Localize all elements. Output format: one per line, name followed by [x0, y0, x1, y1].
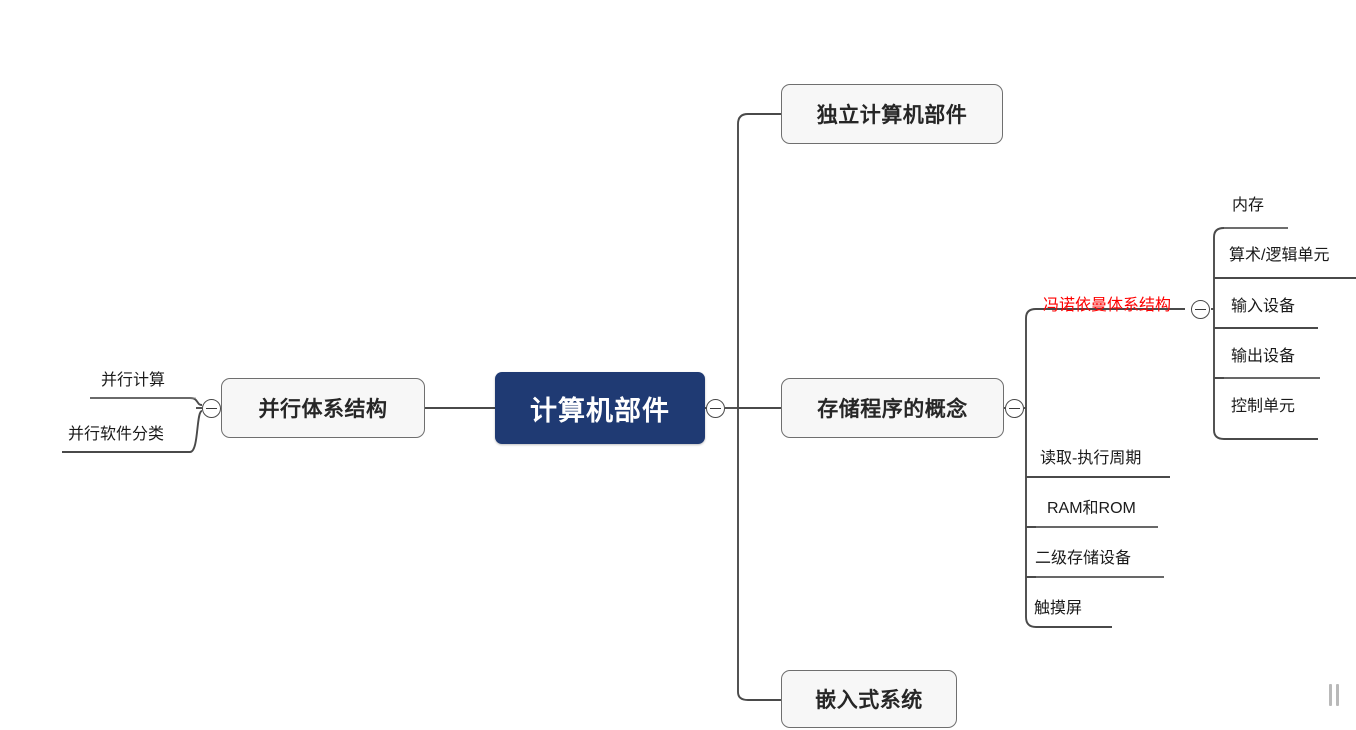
- leaf-node-label: 输入设备: [1231, 298, 1296, 315]
- leaf-node-von-neumann-architecture[interactable]: 冯诺依曼体系结构: [1043, 298, 1171, 319]
- leaf-node-fetch-execute-cycle[interactable]: 读取-执行周期: [1040, 451, 1141, 472]
- leaf-node-label: 输出设备: [1231, 348, 1296, 365]
- leaf-node-control-unit[interactable]: 控制单元: [1231, 399, 1295, 420]
- grip-bar-left: [1329, 684, 1332, 706]
- leaf-node-label: 二级存储设备: [1035, 550, 1132, 567]
- leaf-node-label: 控制单元: [1231, 398, 1296, 415]
- grip-bar-right: [1336, 684, 1339, 706]
- branch-node-label: 存储程序的概念: [817, 398, 968, 421]
- leaf-node-label: 并行软件分类: [68, 426, 165, 443]
- leaf-node-label: RAM和ROM: [1047, 500, 1136, 517]
- leaf-node-label: 内存: [1232, 197, 1265, 214]
- leaf-node-label: 并行计算: [101, 372, 166, 389]
- resize-grip[interactable]: [1326, 682, 1342, 708]
- root-node-label: 计算机部件: [530, 395, 670, 426]
- von-neumann-collapse-toggle[interactable]: [1191, 299, 1210, 319]
- leaf-node-label: 冯诺依曼体系结构: [1043, 297, 1172, 314]
- leaf-node-label: 触摸屏: [1034, 600, 1083, 617]
- stored-program-concept-collapse-toggle[interactable]: [1005, 398, 1024, 418]
- branch-node-parallel-architecture[interactable]: 并行体系结构: [221, 378, 425, 438]
- leaf-node-memory[interactable]: 内存: [1232, 198, 1264, 219]
- leaf-node-secondary-storage[interactable]: 二级存储设备: [1035, 551, 1131, 572]
- leaf-node-ram-and-rom[interactable]: RAM和ROM: [1047, 501, 1136, 522]
- branch-node-embedded-systems[interactable]: 嵌入式系统: [781, 670, 957, 728]
- leaf-node-label: 读取-执行周期: [1040, 450, 1142, 467]
- parallel-architecture-collapse-toggle[interactable]: [202, 398, 221, 418]
- root-collapse-toggle[interactable]: [706, 398, 725, 418]
- root-node[interactable]: 计算机部件: [495, 372, 705, 444]
- leaf-node-touch-screen[interactable]: 触摸屏: [1034, 601, 1082, 622]
- leaf-node-label: 算术/逻辑单元: [1229, 247, 1330, 264]
- branch-node-stored-program-concept[interactable]: 存储程序的概念: [781, 378, 1004, 438]
- leaf-node-parallel-software-classification[interactable]: 并行软件分类: [68, 427, 164, 448]
- leaf-node-input-device[interactable]: 输入设备: [1231, 299, 1295, 320]
- branch-node-label: 嵌入式系统: [815, 689, 923, 712]
- leaf-node-arithmetic-logic-unit[interactable]: 算术/逻辑单元: [1229, 248, 1329, 269]
- branch-node-label: 独立计算机部件: [816, 104, 968, 127]
- branch-node-independent-computer-components[interactable]: 独立计算机部件: [781, 84, 1003, 144]
- leaf-node-output-device[interactable]: 输出设备: [1231, 349, 1295, 370]
- branch-node-label: 并行体系结构: [258, 398, 388, 421]
- leaf-node-parallel-computing[interactable]: 并行计算: [101, 373, 165, 394]
